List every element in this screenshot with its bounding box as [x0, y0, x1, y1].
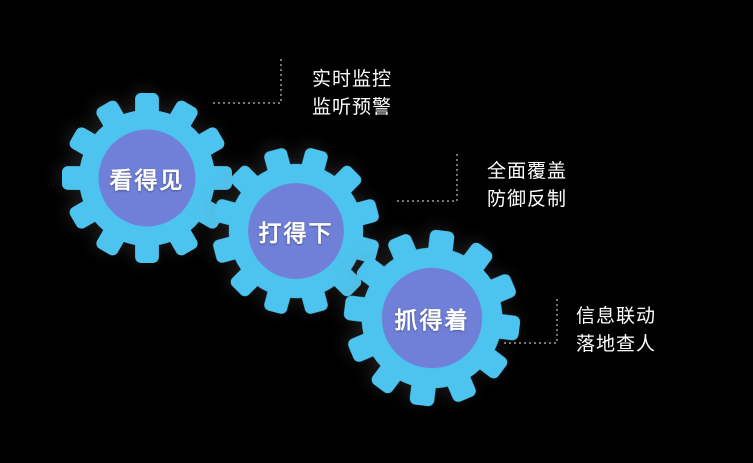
gear-icon — [333, 219, 531, 417]
gear-icon — [62, 93, 232, 263]
callout-1-line-1: 实时监控 — [312, 69, 393, 90]
gear-1: 看得见 — [62, 93, 232, 263]
gear-3: 抓得着 — [333, 219, 531, 417]
gear-3-label: 抓得着 — [394, 307, 470, 333]
gear-icon — [193, 128, 399, 334]
callout-1: 实时监控 监听预警 — [312, 66, 392, 122]
callout-2-line-1: 全面覆盖 — [487, 161, 568, 182]
gear-1-label: 看得见 — [109, 167, 185, 193]
callout-2-line-2: 防御反制 — [487, 189, 568, 210]
callout-1-line-2: 监听预警 — [312, 97, 393, 118]
callout-connector-2 — [397, 152, 458, 202]
gear-2-label: 打得下 — [258, 220, 334, 246]
callout-3-line-1: 信息联动 — [576, 306, 657, 327]
callout-2: 全面覆盖 防御反制 — [487, 158, 567, 214]
callout-3: 信息联动 落地查人 — [576, 303, 656, 359]
gear-2: 打得下 — [193, 128, 399, 334]
callout-3-line-2: 落地查人 — [576, 334, 657, 355]
